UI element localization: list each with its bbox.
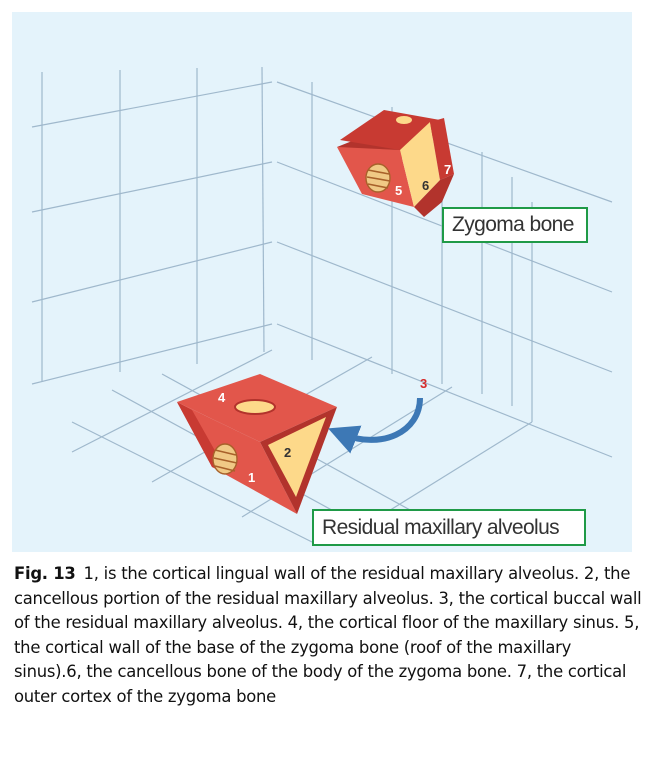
figure-illustration: 5 6 7 4 2 1 3 Zygoma bone Residual maxil… — [12, 12, 632, 552]
residual-maxillary-alveolus-label: Residual maxillary alveolus — [312, 509, 586, 546]
zygoma-block: 5 6 7 — [337, 110, 454, 217]
zygoma-screw-icon — [365, 163, 391, 193]
caption-figure-label: Fig. 13 — [14, 564, 76, 583]
zygoma-number-6: 6 — [422, 178, 429, 193]
alveolus-block: 4 2 1 — [177, 374, 337, 514]
alveolus-number-2: 2 — [284, 445, 291, 460]
arrow-number-3: 3 — [420, 376, 427, 391]
alveolus-number-4: 4 — [218, 390, 226, 405]
alveolus-screw-icon — [212, 443, 238, 475]
zygoma-face-7 — [430, 118, 454, 180]
caption-text: 1, is the cortical lingual wall of the r… — [14, 564, 642, 706]
alveolus-number-1: 1 — [248, 470, 255, 485]
zygoma-number-7: 7 — [444, 162, 451, 177]
zygoma-face-6 — [400, 122, 440, 207]
zygoma-number-5: 5 — [395, 183, 402, 198]
alveolus-face-2 — [268, 417, 326, 497]
curved-arrow-icon — [328, 397, 423, 454]
zygoma-bone-label: Zygoma bone — [442, 207, 588, 243]
figure-background — [12, 12, 632, 552]
zygoma-top-hole — [396, 116, 412, 124]
alveolus-top-hole — [234, 399, 276, 415]
figure-canvas: 5 6 7 4 2 1 3 — [12, 12, 632, 552]
